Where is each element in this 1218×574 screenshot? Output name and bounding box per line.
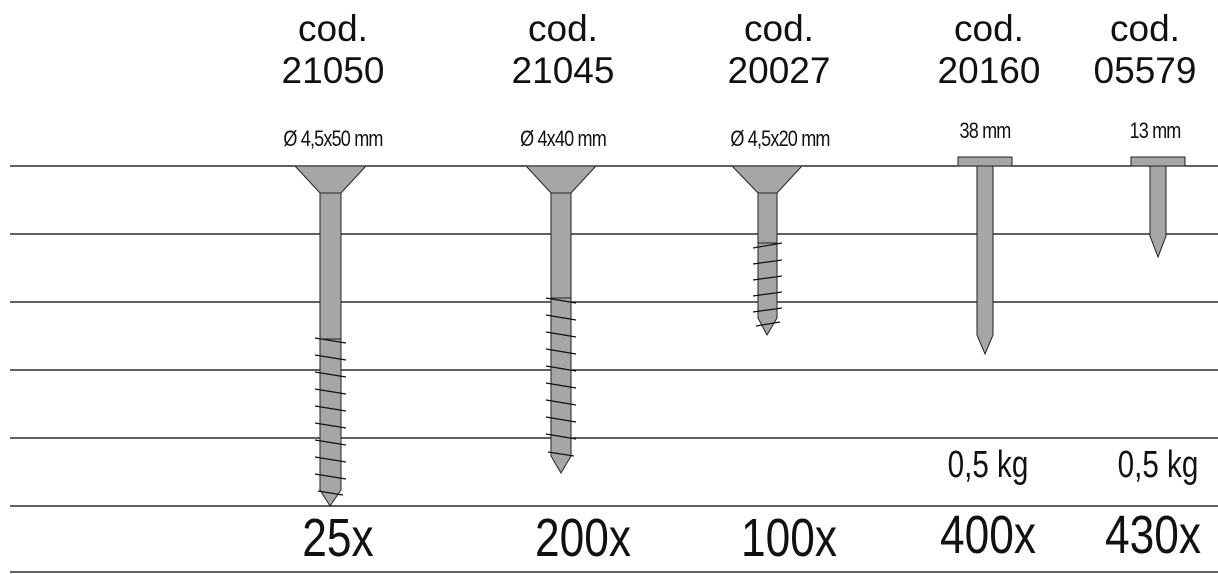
screw-shank (550, 192, 572, 299)
ruler-lines (10, 165, 1218, 573)
screw-21045 (524, 165, 598, 474)
quantity-05579: 430x (1104, 505, 1202, 565)
quantity-20160: 400x (939, 505, 1037, 565)
code-prefix: cod. (954, 8, 1024, 49)
code-block-05579: cod. 05579 (1080, 8, 1210, 92)
quantity-20027: 100x (740, 508, 838, 568)
nail-05579 (1130, 156, 1186, 259)
code-prefix: cod. (528, 8, 598, 49)
nail-shank (976, 165, 994, 356)
spec-21045: Ø 4x40 mm (520, 126, 607, 151)
code-number: 20160 (937, 50, 1041, 91)
screw-shank (757, 192, 778, 244)
code-prefix: cod. (298, 8, 368, 49)
spec-20160: 38 mm (959, 118, 1011, 143)
code-number: 21050 (281, 50, 385, 91)
nail-20160 (957, 156, 1013, 356)
screw-21050 (293, 165, 368, 507)
nail-shank (1149, 165, 1167, 259)
weight-20160: 0,5 kg (947, 444, 1029, 486)
code-prefix: cod. (1110, 8, 1180, 49)
code-block-20027: cod. 20027 (704, 8, 854, 92)
screw-thread-body (319, 338, 342, 507)
code-number: 05579 (1093, 50, 1197, 91)
code-prefix: cod. (744, 8, 814, 49)
screw-threads-21050 (314, 337, 347, 496)
screw-threads-20027 (752, 242, 783, 327)
spec-05579: 13 mm (1129, 118, 1181, 143)
quantity-21045: 200x (534, 508, 632, 568)
nail-head (1130, 156, 1186, 167)
screw-thread-body (757, 242, 778, 337)
spec-20027: Ø 4,5x20 mm (730, 126, 830, 151)
quantity-21050: 25x (302, 508, 374, 568)
screw-head (524, 165, 598, 194)
screw-head (730, 165, 804, 194)
screw-head (293, 165, 368, 194)
spec-21050: Ø 4,5x50 mm (283, 126, 383, 151)
screw-shank (319, 192, 342, 340)
screw-20027 (730, 165, 804, 337)
code-block-20160: cod. 20160 (914, 8, 1064, 92)
nail-head (957, 156, 1013, 167)
code-block-21050: cod. 21050 (258, 8, 408, 92)
weight-05579: 0,5 kg (1117, 444, 1199, 486)
screw-threads-21045 (545, 297, 577, 457)
code-number: 21045 (511, 50, 615, 91)
code-block-21045: cod. 21045 (488, 8, 638, 92)
code-number: 20027 (727, 50, 831, 91)
